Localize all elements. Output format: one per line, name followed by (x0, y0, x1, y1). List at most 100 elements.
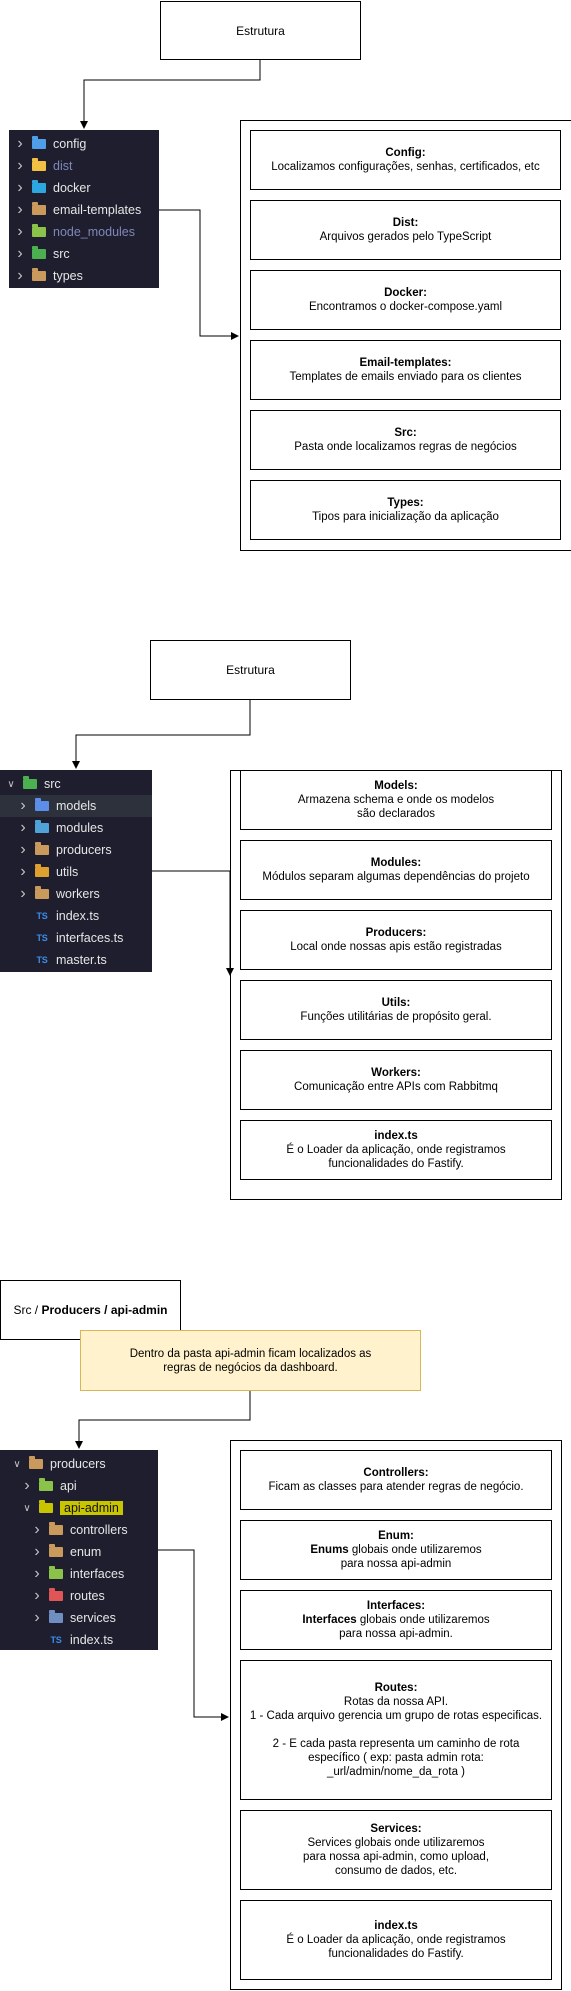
chevron-down-icon[interactable]: ∨ (23, 1502, 31, 1514)
tree-item-types[interactable]: ›types (9, 265, 159, 287)
tree-item-services[interactable]: ›services (0, 1607, 158, 1629)
chevron-right-icon[interactable]: › (17, 223, 23, 240)
chevron-right-icon[interactable]: › (17, 201, 23, 218)
tree-item-label: enum (70, 1545, 102, 1559)
tree-item-interfaces[interactable]: ›interfaces (0, 1563, 158, 1585)
enum-folder-icon (48, 1544, 64, 1559)
tree-item-controllers[interactable]: ›controllers (0, 1519, 158, 1541)
card-title: Utils: (381, 997, 411, 1009)
tree-item-label: api-admin (60, 1501, 123, 1515)
section2-header-connector (72, 700, 251, 769)
tree-item-api-admin[interactable]: ∨ api-admin (0, 1497, 158, 1519)
card-description-text: Módulos separam algumas dependências do … (262, 871, 530, 883)
email-folder-icon (31, 202, 47, 217)
tree-item-dist[interactable]: › dist (9, 155, 159, 177)
config-folder-icon (31, 136, 47, 151)
card-description: Comunicação entre APIs com Rabbitmq (294, 1080, 498, 1094)
chevron-down-icon[interactable]: ∨ (7, 778, 15, 790)
card-description-text: É o Loader da aplicação, onde registramo… (286, 1144, 506, 1170)
tree-item-producers[interactable]: ›producers (0, 839, 152, 861)
card-title: Config: (385, 147, 426, 159)
card-title: Dist: (392, 217, 419, 229)
tree-item-modules[interactable]: ›modules (0, 817, 152, 839)
section3-header-label: Src / Producers / api-admin (13, 1303, 168, 1317)
card-description: Enums globais onde utilizaremos para nos… (310, 1543, 481, 1571)
tree-item-producers[interactable]: ∨ producers (0, 1453, 158, 1475)
tree-item-label: config (53, 137, 87, 151)
card-title: index.ts (374, 1920, 418, 1932)
chevron-right-icon[interactable]: › (17, 179, 23, 196)
tree-item-config[interactable]: › config (9, 133, 159, 155)
description-card: Controllers:Ficam as classes para atende… (240, 1450, 552, 1510)
workers-folder-icon (34, 886, 50, 901)
description-card: index.ts É o Loader da aplicação, onde re… (240, 1900, 552, 1980)
chevron-right-icon[interactable]: › (17, 135, 23, 152)
chevron-down-icon[interactable]: ∨ (13, 1458, 21, 1470)
chevron-right-icon[interactable]: › (34, 1587, 40, 1604)
tree-item-enum[interactable]: › enum (0, 1541, 158, 1563)
interfaces-folder-icon (48, 1566, 64, 1581)
tree-item-routes[interactable]: ›routes (0, 1585, 158, 1607)
tree-item-models[interactable]: ›models (0, 795, 152, 817)
section3-tree-connector (158, 1549, 229, 1721)
chevron-right-icon[interactable]: › (20, 819, 26, 836)
section1-description-panel (240, 120, 571, 551)
card-description-text: globais onde utilizaremos para nossa api… (339, 1614, 490, 1640)
chevron-right-icon[interactable]: › (20, 797, 26, 814)
api-admin-folder-icon (38, 1500, 54, 1515)
tree-item-label: dist (53, 159, 73, 173)
chevron-right-icon[interactable]: › (20, 885, 26, 902)
chevron-right-icon[interactable]: › (17, 157, 23, 174)
tree-item-node-modules[interactable]: ›node_modules (9, 221, 159, 243)
card-description-text: É o Loader da aplicação, onde registramo… (286, 1934, 506, 1960)
tree-item-workers[interactable]: › workers (0, 883, 152, 905)
card-description: Ficam as classes para atender regras de … (268, 1480, 523, 1494)
card-description: Rotas da nossa API. 1 - Cada arquivo ger… (250, 1695, 542, 1779)
tree-item-label: interfaces.ts (56, 931, 124, 945)
tree-item-docker[interactable]: ›docker (9, 177, 159, 199)
card-description-text: Ficam as classes para atender regras de … (268, 1481, 524, 1493)
card-title: Workers: (371, 1067, 421, 1079)
tree-item-label: workers (56, 887, 100, 901)
chevron-right-icon[interactable]: › (17, 245, 23, 262)
tree-item-utils[interactable]: ›utils (0, 861, 152, 883)
card-description: Local onde nossas apis estão registradas (290, 940, 502, 954)
description-card: Routes:Rotas da nossa API. 1 - Cada arqu… (240, 1660, 552, 1800)
card-title: Interfaces: (366, 1600, 426, 1612)
tree-item-api[interactable]: ›api (0, 1475, 158, 1497)
chevron-right-icon[interactable]: › (34, 1543, 40, 1560)
tree-item-src[interactable]: ›src (9, 243, 159, 265)
chevron-right-icon[interactable]: › (34, 1521, 40, 1538)
description-card: Modules:Módulos separam algumas dependên… (240, 840, 552, 900)
description-card: Src:Pasta onde localizamos regras de neg… (250, 410, 561, 470)
chevron-right-icon[interactable]: › (20, 841, 26, 858)
card-description: Localizamos configurações, senhas, certi… (271, 160, 539, 174)
section2-tree-connector (152, 870, 234, 976)
tree-item-label: producers (50, 1457, 106, 1471)
api-folder-icon (38, 1478, 54, 1493)
card-description: Funções utilitárias de propósito geral. (300, 1010, 491, 1024)
card-title: Producers: (365, 927, 427, 939)
chevron-right-icon[interactable]: › (17, 267, 23, 284)
chevron-right-icon[interactable]: › (20, 863, 26, 880)
card-description-text: Templates de emails enviado para os clie… (289, 371, 522, 383)
section1-header-label: Estrutura (236, 23, 285, 38)
models-folder-icon (34, 798, 50, 813)
description-card: Dist:Arquivos gerados pelo TypeScript (250, 200, 561, 260)
chevron-right-icon[interactable]: › (34, 1565, 40, 1582)
description-card: Workers:Comunicação entre APIs com Rabbi… (240, 1050, 552, 1110)
card-description: Pasta onde localizamos regras de negócio… (294, 440, 516, 454)
section1-tree-connector (159, 209, 239, 340)
chevron-right-icon[interactable]: › (24, 1477, 30, 1494)
card-description-text: Localizamos configurações, senhas, certi… (271, 161, 540, 173)
card-title: Models: (374, 780, 418, 792)
card-description-text: Armazena schema e onde os modelos são de… (297, 794, 495, 820)
tree-item-src[interactable]: ∨src (0, 773, 152, 795)
tree-item-email-templates[interactable]: ›email-templates (9, 199, 159, 221)
chevron-right-icon[interactable]: › (34, 1609, 40, 1626)
